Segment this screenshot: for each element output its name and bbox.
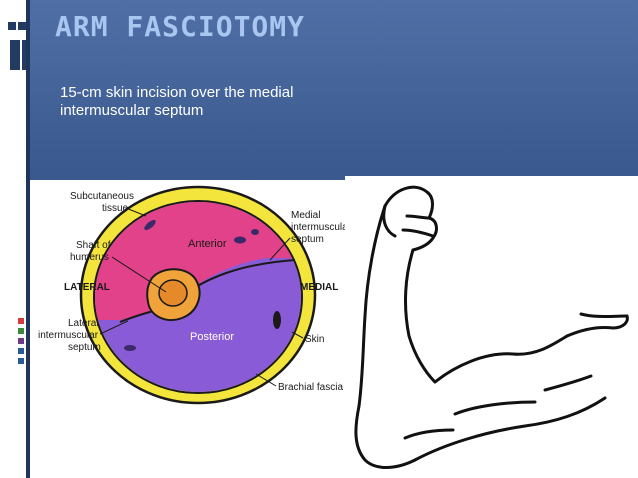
decor-square xyxy=(22,40,26,70)
cross-section-panel: Anterior Posterior Subcutaneous tissue S… xyxy=(30,180,352,478)
flexed-arm-panel xyxy=(345,176,638,478)
lateral-septum-label-3: septum xyxy=(68,342,101,353)
decor-square xyxy=(18,358,24,364)
medial-septum-label: Medial xyxy=(291,210,320,221)
left-strip xyxy=(0,0,26,478)
decor-square xyxy=(18,338,24,344)
lateral-septum-label: Lateral xyxy=(68,318,99,329)
brachial-fascia-label: Brachial fascia xyxy=(278,382,343,393)
decor-square xyxy=(18,348,24,354)
decor-square xyxy=(8,22,16,30)
slide-subtitle: 15-cm skin incision over the medial inte… xyxy=(60,84,294,119)
posterior-label: Posterior xyxy=(190,331,234,343)
medial-label: MEDIAL xyxy=(300,282,338,293)
decor-square xyxy=(18,22,26,30)
humerus-marrow xyxy=(158,279,188,307)
vessel xyxy=(251,229,259,235)
shaft-label: Shaft of xyxy=(76,240,111,251)
left-strip-border xyxy=(26,0,30,478)
vessel xyxy=(144,219,156,231)
subcutaneous-leader xyxy=(125,207,147,217)
brachial-fascia-leader xyxy=(255,373,277,387)
slide-title: ARM FASCIOTOMY xyxy=(55,10,306,43)
medial-septum-label-3: septum xyxy=(291,234,324,245)
brachial-fascia-outline xyxy=(93,200,303,394)
lateral-septum-label-2: intermuscular xyxy=(38,330,99,341)
subcutaneous-label: Subcutaneous xyxy=(70,191,134,202)
anterior-label: Anterior xyxy=(188,238,227,250)
vessel xyxy=(273,311,281,329)
arm-cross-section-diagram: Anterior Posterior Subcutaneous tissue S… xyxy=(38,185,352,405)
lateral-label: LATERAL xyxy=(64,282,110,293)
vessel xyxy=(234,236,246,244)
medial-septum-leader xyxy=(269,237,291,261)
shaft-leader xyxy=(111,256,167,293)
decor-square xyxy=(18,328,24,334)
skin-leader xyxy=(291,331,304,339)
decor-square xyxy=(18,318,24,324)
lateral-septum-leader xyxy=(99,320,129,335)
anterior-compartment xyxy=(95,202,301,320)
medial-septum-label-2: intermuscular xyxy=(291,222,346,233)
vessel xyxy=(124,345,136,351)
decor-square xyxy=(10,40,20,70)
subcutaneous-label-2: tissue xyxy=(102,203,129,214)
flexed-arm-icon xyxy=(354,185,629,469)
skin-label: Skin xyxy=(305,334,324,345)
shaft-label-2: humerus xyxy=(70,252,109,263)
